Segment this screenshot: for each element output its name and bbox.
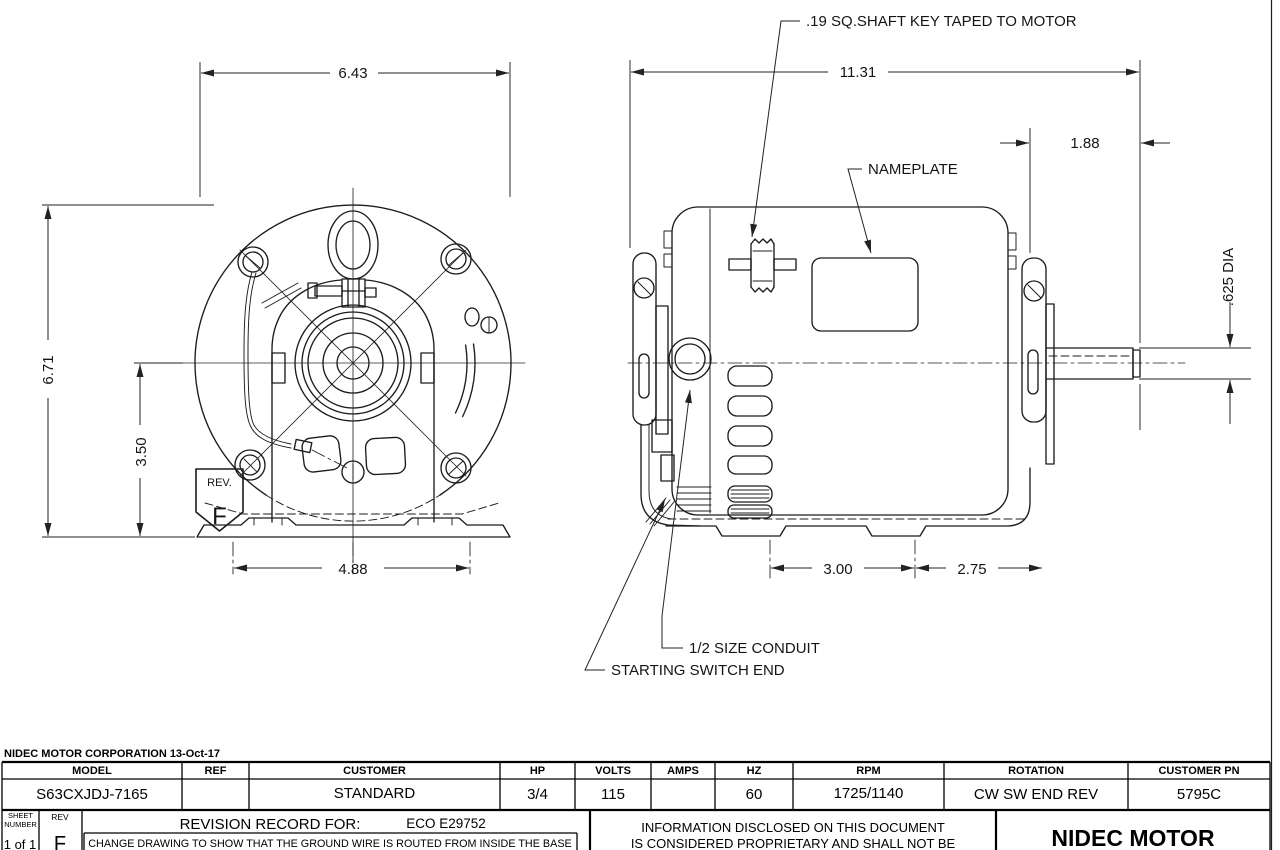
dim-front-width: 6.43	[338, 65, 367, 82]
bolt-boss-bottom-left	[234, 449, 266, 481]
dim-shaft-extension: 1.88	[1070, 135, 1099, 152]
motor-body	[671, 206, 1009, 516]
label-nameplate: NAMEPLATE	[868, 161, 958, 178]
proprietary-cell: INFORMATION DISCLOSED ON THIS DOCUMENT I…	[631, 820, 956, 850]
bolt-boss-bottom-right	[440, 452, 472, 484]
ground-wire	[243, 271, 348, 469]
col-header: REF	[205, 765, 227, 777]
revision-eco: ECO E29752	[406, 816, 486, 831]
shaft	[1045, 347, 1141, 380]
col-header: RPM	[856, 765, 880, 777]
dim-shaft-dia: .625 DIA	[1220, 248, 1237, 306]
col-header: HZ	[747, 765, 762, 777]
table-header-row: MODEL REF CUSTOMER HP VOLTS AMPS HZ RPM …	[72, 765, 1239, 777]
cell-rpm: 1725/1140	[834, 785, 904, 802]
dim-foot-span-front: 4.88	[338, 561, 367, 578]
cell-model: S63CXJDJ-7165	[36, 786, 148, 803]
shaft-hub	[294, 304, 412, 422]
col-header: CUSTOMER PN	[1158, 765, 1239, 777]
sheet-number-cell: SHEET NUMBER 1 of 1	[4, 811, 38, 850]
label-switch-end: STARTING SWITCH END	[611, 662, 785, 679]
dim-foot-to-shaft-end: 2.75	[957, 561, 986, 578]
cell-customer-pn: 5795C	[1177, 786, 1221, 803]
bolt-boss-top-right	[440, 243, 472, 275]
shaft-end-bracket	[1021, 257, 1055, 465]
cell-hz: 60	[746, 786, 763, 803]
shaft-key	[728, 238, 797, 293]
rev-label: REV	[51, 812, 69, 822]
lifting-eye	[307, 210, 379, 308]
col-header: VOLTS	[595, 765, 631, 777]
sheet-value: 1 of 1	[4, 837, 37, 850]
sheet-label-2: NUMBER	[4, 820, 37, 829]
col-header: ROTATION	[1008, 765, 1064, 777]
rev-badge-letter: F	[212, 503, 227, 530]
bolt-boss-top-left	[237, 246, 269, 278]
rev-cell: REV F	[51, 812, 69, 850]
proprietary-line-2: IS CONSIDERED PROPRIETARY AND SHALL NOT …	[631, 836, 956, 850]
sheet-label-1: SHEET	[8, 811, 33, 820]
table-column-lines	[1, 762, 1271, 850]
dim-front-height: 6.71	[40, 355, 57, 384]
table-value-row: S63CXJDJ-7165 STANDARD 3/4 115 60 1725/1…	[36, 785, 1221, 803]
proprietary-line-1: INFORMATION DISCLOSED ON THIS DOCUMENT	[641, 820, 945, 835]
cell-customer: STANDARD	[334, 785, 416, 802]
front-view	[180, 187, 526, 575]
col-header: CUSTOMER	[343, 765, 406, 777]
dim-overall-length: 11.31	[840, 64, 876, 81]
cell-rotation: CW SW END REV	[974, 786, 1098, 803]
revision-note: CHANGE DRAWING TO SHOW THAT THE GROUND W…	[88, 838, 572, 850]
nameplate-outline	[811, 257, 919, 332]
revision-title: REVISION RECORD FOR:	[180, 816, 361, 833]
label-conduit: 1/2 SIZE CONDUIT	[689, 640, 820, 657]
col-header: MODEL	[72, 765, 112, 777]
corporation-line: NIDEC MOTOR CORPORATION 13-Oct-17	[4, 748, 220, 760]
company-name: NIDEC MOTOR	[1051, 825, 1215, 850]
dim-foot-span-side: 3.00	[823, 561, 852, 578]
cell-hp: 3/4	[527, 786, 548, 803]
dimensions: 6.43 11.31 1.88 6.71 3.50 4.88 3.00 2.75…	[40, 13, 1251, 679]
dim-base-height: 3.50	[133, 437, 150, 466]
revision-record-cell: REVISION RECORD FOR: ECO E29752 CHANGE D…	[88, 816, 572, 850]
rev-value: F	[54, 833, 66, 850]
conduit-hole	[668, 337, 712, 381]
cell-volts: 115	[601, 786, 625, 803]
switch-end-bracket	[632, 252, 675, 482]
vent-slots	[727, 365, 773, 519]
label-shaft-key: .19 SQ.SHAFT KEY TAPED TO MOTOR	[806, 13, 1077, 30]
title-block: NIDEC MOTOR CORPORATION 13-Oct-17 MODEL …	[1, 748, 1271, 850]
col-header: HP	[530, 765, 545, 777]
lower-band-lines	[38, 810, 998, 850]
col-header: AMPS	[667, 765, 699, 777]
side-view	[627, 206, 1186, 579]
rev-badge-label: REV.	[207, 477, 232, 489]
